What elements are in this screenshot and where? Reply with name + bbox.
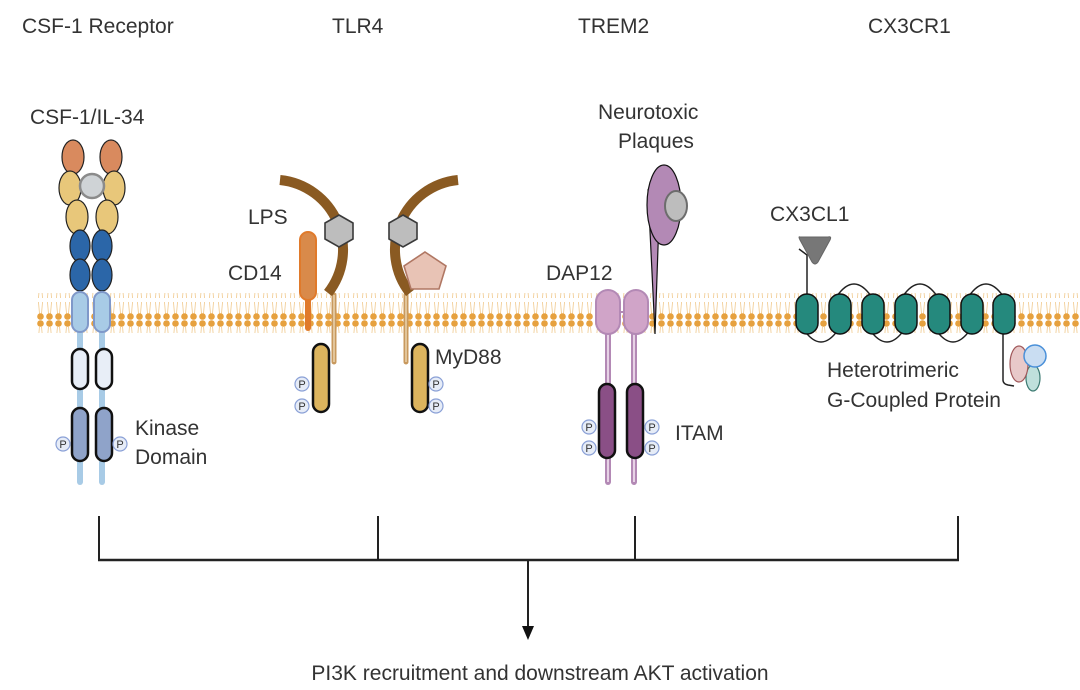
kinase-domain-left	[70, 406, 90, 463]
title-trem2: TREM2	[578, 15, 649, 38]
lps-icon	[388, 214, 418, 248]
csf1-ligand-icon	[78, 172, 106, 200]
svg-text:P: P	[59, 439, 66, 451]
tm-helix	[828, 293, 852, 335]
itam-left	[597, 382, 617, 460]
svg-text:P: P	[648, 422, 655, 434]
label-kinase-line1: Kinase	[135, 417, 199, 440]
label-gprotein-line2: G-Coupled Protein	[827, 389, 1001, 412]
phospho-icon: P	[644, 419, 660, 435]
plaque-ligand-icon	[664, 190, 688, 222]
svg-text:P: P	[585, 443, 592, 455]
itam-right	[625, 382, 645, 460]
csf1-receptor: CSF-1/IL-34 P P	[30, 106, 207, 485]
label-kinase-line2: Domain	[135, 446, 207, 469]
svg-text:P: P	[648, 443, 655, 455]
label-lps: LPS	[248, 206, 288, 229]
label-cd14: CD14	[228, 262, 282, 285]
title-csf1-receptor: CSF-1 Receptor	[22, 15, 174, 38]
phospho-icon: P	[55, 436, 71, 452]
phospho-icon: P	[581, 419, 597, 435]
svg-text:P: P	[298, 379, 305, 391]
dap12-left	[595, 289, 621, 335]
cd14-protein	[299, 231, 317, 301]
tm-helix	[795, 293, 819, 335]
label-plaques-line2: Plaques	[618, 130, 694, 153]
phospho-icon: P	[428, 398, 444, 414]
label-dap12: DAP12	[546, 262, 613, 285]
phospho-icon: P	[294, 376, 310, 392]
svg-text:P: P	[432, 401, 439, 413]
phospho-icon: P	[112, 436, 128, 452]
label-plaques-line1: Neurotoxic	[598, 101, 698, 124]
kinase-domain-right	[94, 406, 114, 463]
svg-text:P: P	[585, 422, 592, 434]
g-protein-icon	[1009, 344, 1047, 392]
myd88-left	[311, 342, 331, 414]
md2-pentagon-icon	[403, 251, 447, 290]
tlr4-complex: LPS CD14 P P P P MyD88	[228, 175, 502, 414]
cell-membrane	[36, 293, 1080, 333]
tm-helix	[894, 293, 918, 335]
title-cx3cr1: CX3CR1	[868, 15, 951, 38]
myd88-right	[410, 342, 430, 414]
title-tlr4: TLR4	[332, 15, 384, 38]
phospho-icon: P	[294, 398, 310, 414]
trem2-complex: Neurotoxic Plaques DAP12 P P P P ITAM	[546, 101, 724, 485]
cx3cl1-ligand-icon	[798, 236, 832, 265]
tm-helix	[992, 293, 1016, 335]
lps-icon	[324, 214, 354, 248]
tm-helix	[861, 293, 885, 335]
label-itam: ITAM	[675, 422, 724, 445]
svg-text:P: P	[298, 401, 305, 413]
phospho-icon: P	[644, 440, 660, 456]
outcome-label: PI3K recruitment and downstream AKT acti…	[311, 662, 768, 685]
phospho-icon: P	[581, 440, 597, 456]
dap12-right	[623, 289, 649, 335]
cx3cr1-receptor: CX3CL1 Heterotrimeric G-Coupled Protein	[770, 203, 1047, 412]
svg-text:P: P	[432, 379, 439, 391]
phospho-icon: P	[428, 376, 444, 392]
tm-helix	[960, 293, 984, 335]
tm-helix	[927, 293, 951, 335]
label-myd88: MyD88	[435, 346, 502, 369]
label-cx3cl1: CX3CL1	[770, 203, 849, 226]
arrow-down-icon	[522, 626, 534, 640]
label-csf1-il34: CSF-1/IL-34	[30, 106, 145, 129]
svg-text:P: P	[116, 439, 123, 451]
label-gprotein-line1: Heterotrimeric	[827, 359, 959, 382]
convergence-bracket	[98, 516, 959, 640]
